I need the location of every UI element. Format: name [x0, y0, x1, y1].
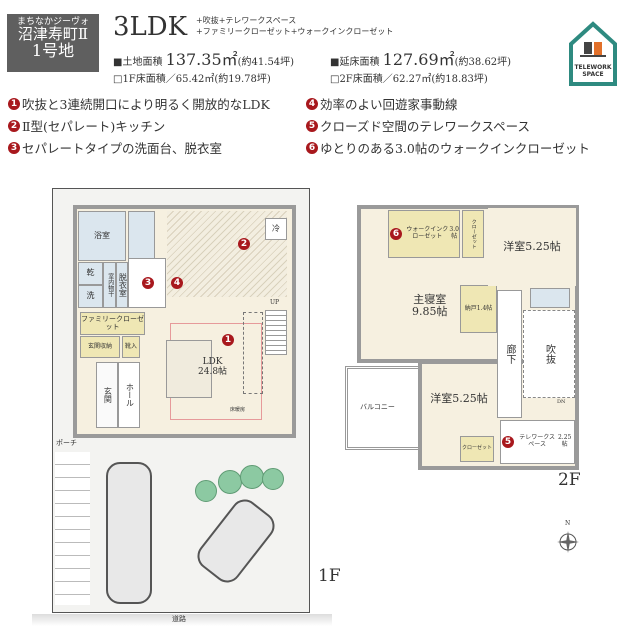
entrance-storage: 玄関収納	[80, 336, 120, 358]
shrub-icon	[262, 468, 284, 490]
floor-1f-label: 1F	[318, 566, 341, 586]
plan-extra: +吹抜+テレワークスペース	[196, 16, 297, 25]
floor-2f-label: 2F	[558, 470, 581, 490]
land-area: ■土地面積 137.35㎡(約41.54坪)	[113, 50, 295, 69]
balcony	[345, 366, 423, 450]
marker-2: 2	[238, 238, 250, 250]
bathroom: 浴室	[78, 211, 126, 261]
washer: 洗	[78, 285, 103, 308]
marker-6: 6	[390, 228, 402, 240]
f2-area: □2F床面積／62.27㎡(約18.83坪)	[330, 74, 488, 85]
closet-2: クローゼット	[460, 436, 494, 462]
badge-text: TELEWORK SPACE	[574, 64, 612, 78]
sofa	[166, 340, 212, 398]
compass-icon	[557, 531, 579, 553]
toilet-1f	[128, 211, 155, 261]
series-name: まちなかジーヴォ	[16, 17, 89, 27]
entrance: 玄関	[96, 362, 118, 428]
dressing-room: 脱衣室	[116, 262, 128, 308]
up-label: UP	[270, 299, 280, 306]
indoor-drying: 室内物干	[103, 262, 116, 308]
dn-label: DN	[557, 399, 566, 405]
shrub-icon	[195, 480, 217, 502]
shrub-icon	[240, 465, 264, 489]
closet: クローゼット	[462, 210, 484, 258]
porch: ポーチ	[56, 439, 77, 447]
car-icon	[106, 462, 152, 604]
shrub-icon	[218, 470, 242, 494]
road-label: 道路	[172, 615, 186, 623]
balcony-label: バルコニー	[360, 403, 395, 411]
lot-name-box: まちなかジーヴォ 沼津寿町Ⅱ 1号地	[7, 14, 99, 72]
marker-1: 1	[222, 334, 234, 346]
lot-number: 1号地	[31, 41, 75, 61]
void-2f: 吹抜	[523, 310, 575, 398]
dryer: 乾	[78, 262, 103, 285]
void-1f	[243, 312, 263, 394]
walkway	[55, 452, 90, 605]
road	[32, 614, 332, 626]
house-desk-icon	[569, 21, 617, 86]
f1-area: □1F床面積／65.42㎡(約19.78坪)	[113, 74, 271, 85]
compass-north-label: N	[565, 520, 571, 527]
shoe-storage: 靴入	[122, 336, 140, 358]
family-closet: ファミリークローゼット	[80, 312, 145, 335]
total-floor-area: ■延床面積 127.69㎡(約38.62坪)	[330, 50, 512, 69]
floor-heating-label: 床暖房	[230, 407, 246, 413]
toilet-2f	[530, 288, 570, 308]
stairs-1f[interactable]	[265, 310, 287, 355]
site-name: 沼津寿町Ⅱ	[17, 25, 89, 44]
marker-4: 4	[171, 277, 183, 289]
corridor: 廊下	[497, 290, 522, 418]
telework-badge: TELEWORK SPACE	[568, 20, 618, 88]
plan-type: 3LDK	[113, 12, 188, 42]
plan-extra: +ファミリークローゼット+ウォークインクローゼット	[196, 27, 394, 36]
hall: ホール	[118, 362, 140, 428]
fridge: 冷	[265, 218, 287, 240]
marker-3: 3	[142, 277, 154, 289]
marker-5: 5	[502, 436, 514, 448]
